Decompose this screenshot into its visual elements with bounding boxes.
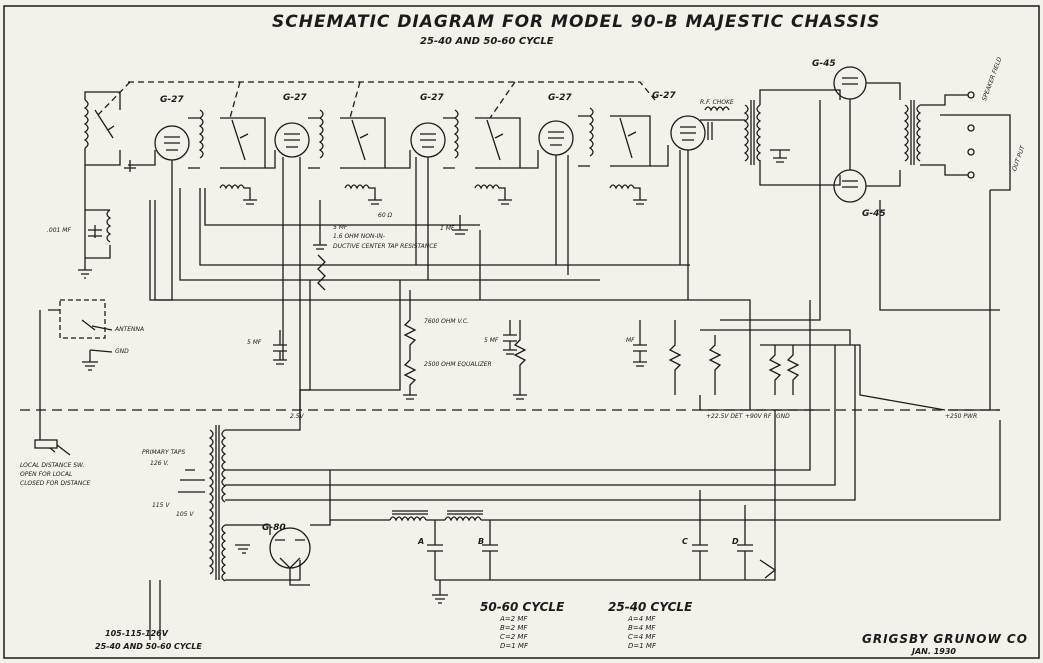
tube-label-rf1: G-27: [160, 95, 184, 105]
tube-label-det: G-27: [652, 91, 676, 101]
tube-label-rf4: G-27: [548, 93, 572, 103]
cap-001-label: .001 MF: [47, 227, 71, 234]
diagram-subtitle: 25-40 AND 50-60 CYCLE: [420, 36, 554, 47]
maker-label: GRIGSBY GRUNOW CO: [862, 632, 1028, 646]
one-mf-label: 1 MF: [440, 225, 455, 232]
tube-label-out-top: G-45: [812, 59, 836, 69]
equalizer-label: 2500 OHM EQUALIZER: [424, 361, 492, 368]
smf-mid-label: 5 MF: [484, 337, 499, 344]
v115-label: 115 V: [152, 502, 170, 509]
cap-c-label: C: [682, 537, 688, 546]
tap-25v-label: 2.5V: [290, 413, 304, 420]
smf-left-label: 5 MF: [247, 339, 262, 346]
tap-rf-label: +90V RF: [745, 413, 772, 420]
tube-label-out-bottom: G-45: [862, 209, 886, 219]
cycle-col2-b: B=4 MF: [628, 624, 656, 632]
tap-pwr-label: +250 PWR: [945, 413, 978, 420]
open-local-label: OPEN FOR LOCAL: [20, 471, 73, 478]
closed-distance-label: CLOSED FOR DISTANCE: [20, 480, 91, 487]
cycle-col1-c: C=2 MF: [500, 633, 528, 641]
tube-label-rect: G-80: [262, 523, 286, 533]
antenna-label: ANTENNA: [115, 326, 145, 333]
mains-label: 105-115-126V: [105, 629, 168, 638]
sixty-ohm-label: 60 Ω: [378, 212, 393, 219]
diagram-title: SCHEMATIC DIAGRAM FOR MODEL 90-B MAJESTI…: [272, 12, 881, 32]
tap-gnd-label: GND: [776, 413, 790, 420]
cycle-col1-a: A=2 MF: [500, 615, 528, 623]
mains2-label: 25-40 AND 50-60 CYCLE: [95, 642, 202, 651]
cycle-col1-head: 50-60 CYCLE: [480, 600, 565, 614]
primary-taps-label: PRIMARY TAPS: [142, 449, 186, 456]
cap-b-label: B: [478, 537, 485, 546]
tube-label-rf2: G-27: [283, 93, 307, 103]
rf-choke-label: R.F. CHOKE: [700, 99, 734, 106]
tap-det-label: +22.5V DET: [706, 413, 743, 420]
mf-right-label: MF: [626, 337, 635, 344]
center-tap-label: DUCTIVE CENTER TAP RESISTANCE: [333, 243, 438, 250]
vc-res-label: 7600 OHM V.C.: [424, 318, 469, 325]
gnd-label: GND: [115, 348, 129, 355]
ohm-non-ind-label: 1.6 OHM NON-IN-: [333, 233, 386, 240]
v105-label: 105 V: [176, 511, 194, 518]
cap-a-label: A: [418, 537, 425, 546]
smf-cap-label: 5 MF: [333, 224, 348, 231]
cap-d-label: D: [732, 537, 739, 546]
cycle-col2-c: C=4 MF: [628, 633, 656, 641]
cycle-col2-head: 25-40 CYCLE: [608, 600, 693, 614]
local-switch-label: LOCAL DISTANCE SW.: [20, 462, 85, 469]
cycle-col2-d: D=1 MF: [628, 642, 656, 650]
date-label: JAN. 1930: [912, 647, 956, 656]
tube-label-rf3: G-27: [420, 93, 444, 103]
cycle-col1-b: B=2 MF: [500, 624, 528, 632]
cycle-col2-a: A=4 MF: [628, 615, 656, 623]
cycle-col1-d: D=1 MF: [500, 642, 528, 650]
v126-label: 126 V.: [150, 460, 169, 467]
